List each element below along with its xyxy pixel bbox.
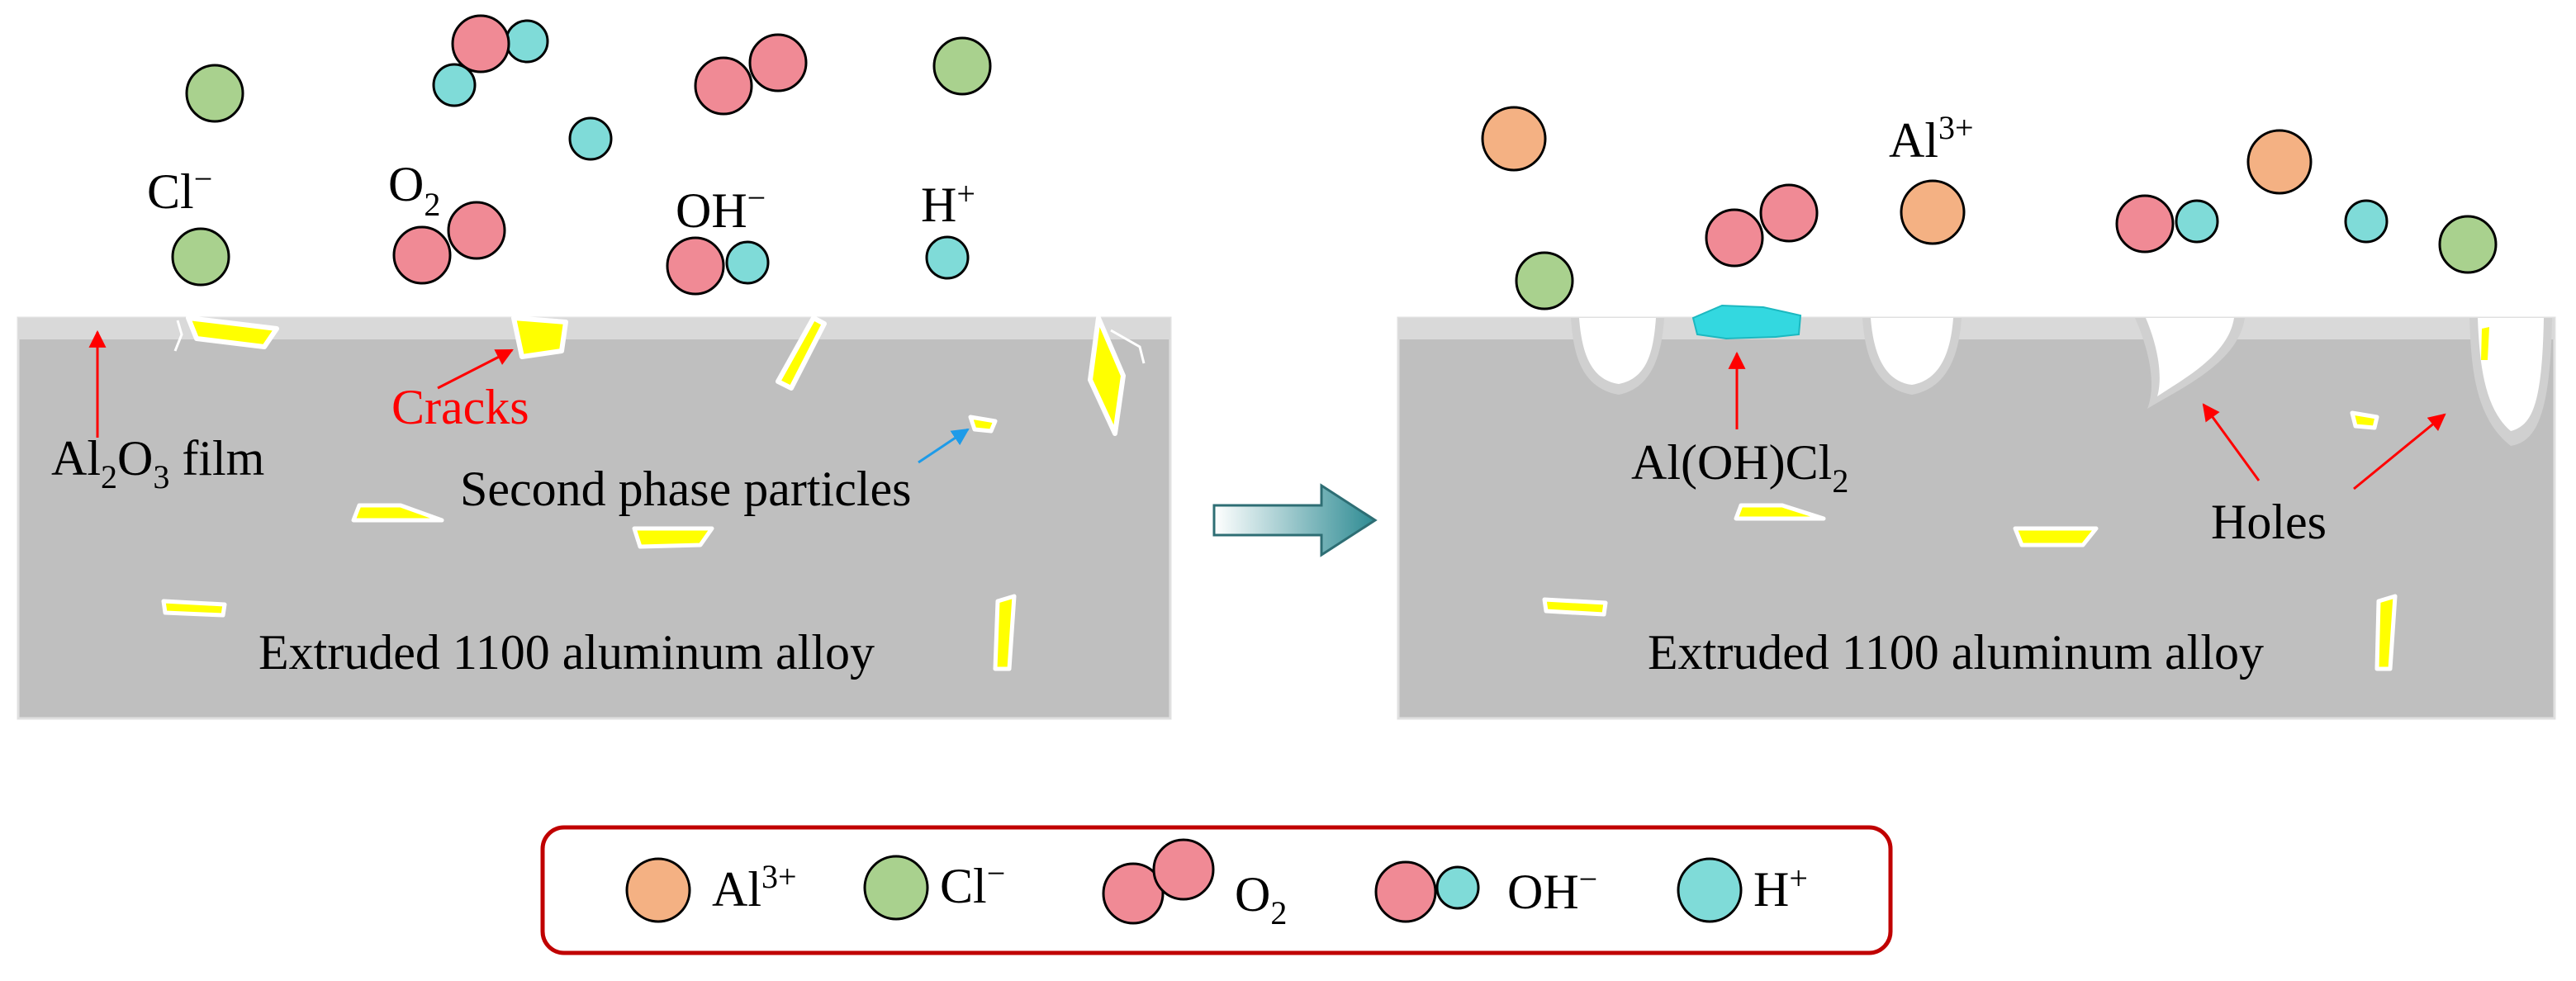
cl-ion bbox=[185, 64, 244, 123]
second-phase-particle bbox=[2350, 410, 2379, 430]
al-oh-cl2-deposit bbox=[1691, 304, 1802, 340]
second-phase-particle bbox=[1542, 597, 1608, 617]
oxygen-atom bbox=[451, 14, 510, 73]
corrosion-hole bbox=[1871, 318, 1953, 385]
h-ion bbox=[725, 240, 770, 285]
left-substrate-label: Extruded 1100 aluminum alloy bbox=[259, 625, 875, 680]
crack-particle bbox=[776, 315, 827, 391]
h-label: H+ bbox=[921, 175, 975, 232]
legend-item-cl: Cl− bbox=[863, 855, 1005, 921]
al-ion bbox=[1900, 179, 1966, 245]
second-phase-particle bbox=[2374, 594, 2398, 671]
legend-o2-label: O2 bbox=[1235, 867, 1287, 931]
al-ion bbox=[1481, 106, 1547, 172]
legend: Al3+ Cl− O2 OH− H+ bbox=[540, 825, 1893, 955]
holes-arrow-right bbox=[2353, 413, 2446, 490]
cracks-arrow bbox=[437, 348, 514, 390]
process-arrow bbox=[1212, 483, 1378, 557]
second-phase-particle bbox=[2481, 327, 2489, 360]
oxygen-atom bbox=[694, 56, 753, 116]
second-phase-particle bbox=[968, 415, 998, 434]
al3plus-label: Al3+ bbox=[1889, 109, 1974, 168]
second-phase-particle bbox=[1734, 503, 1826, 521]
oxygen-atom bbox=[666, 236, 725, 296]
crack-line bbox=[1110, 329, 1146, 364]
oxygen-atom bbox=[748, 33, 808, 92]
legend-oh-label: OH− bbox=[1507, 860, 1597, 919]
oxygen-atom bbox=[1705, 208, 1764, 268]
crack-particle bbox=[511, 315, 568, 359]
h-ion bbox=[925, 235, 970, 280]
legend-h-swatch bbox=[1677, 857, 1743, 923]
corrosion-hole bbox=[2478, 318, 2544, 431]
left-substrate bbox=[17, 316, 1172, 720]
legend-h-label: H+ bbox=[1753, 860, 1808, 917]
oxygen-atom bbox=[392, 225, 452, 285]
cl-ion bbox=[932, 36, 992, 96]
legend-oh-swatch-h bbox=[1435, 865, 1480, 910]
o2-label: O2 bbox=[388, 157, 440, 223]
cl-ion bbox=[171, 227, 230, 287]
cl-label: Cl− bbox=[147, 160, 212, 219]
oxygen-atom bbox=[2115, 194, 2175, 254]
second-phase-particle bbox=[993, 594, 1017, 671]
h-ion bbox=[505, 19, 549, 64]
oxygen-atom bbox=[447, 201, 506, 260]
legend-cl-swatch bbox=[863, 855, 929, 921]
al-oh-cl2-label: Al(OH)Cl2 bbox=[1631, 435, 1848, 500]
holes-arrow-left bbox=[2202, 403, 2261, 481]
holes-label: Holes bbox=[2211, 495, 2327, 549]
crack-particle bbox=[1088, 315, 1126, 436]
second-phase-particle bbox=[351, 503, 444, 523]
h-ion bbox=[568, 116, 613, 161]
second-phase-label: Second phase particles bbox=[460, 462, 911, 516]
oh-label: OH− bbox=[676, 179, 766, 238]
oxide-film-label: Al2O3 film bbox=[51, 431, 264, 495]
second-phase-particle bbox=[161, 599, 227, 618]
right-substrate bbox=[1397, 316, 2556, 720]
legend-al-label: Al3+ bbox=[712, 858, 797, 917]
h-ion bbox=[432, 63, 477, 107]
second-phase-particle bbox=[2013, 526, 2099, 547]
legend-o2-swatch-a bbox=[1102, 862, 1165, 925]
particles-arrow bbox=[918, 428, 970, 464]
legend-box bbox=[540, 825, 1893, 955]
second-phase-particle bbox=[632, 526, 714, 549]
legend-item-al3plus: Al3+ bbox=[625, 857, 797, 923]
cracks-label: Cracks bbox=[391, 380, 529, 434]
cl-ion bbox=[1515, 251, 1574, 310]
legend-item-oh: OH− bbox=[1374, 860, 1597, 923]
h-ion bbox=[2344, 199, 2389, 244]
right-substrate-label: Extruded 1100 aluminum alloy bbox=[1648, 625, 2264, 680]
crack-particle bbox=[186, 315, 279, 349]
h-ion bbox=[2175, 199, 2219, 244]
left-panel: Cl− O2 OH− H+ Al2O3 film Cracks Second p… bbox=[17, 14, 1172, 720]
oxygen-atom bbox=[1759, 183, 1819, 243]
legend-item-o2: O2 bbox=[1102, 838, 1287, 931]
right-panel: Al3+ Al(OH)Cl2 Holes Extruded 1100 alumi… bbox=[1397, 106, 2556, 720]
corrosion-hole bbox=[2146, 318, 2234, 396]
legend-item-h: H+ bbox=[1677, 857, 1808, 923]
cl-ion bbox=[2438, 215, 2498, 274]
al-ion bbox=[2246, 129, 2313, 195]
crack-line bbox=[173, 320, 183, 352]
legend-o2-swatch-b bbox=[1152, 838, 1215, 901]
legend-cl-label: Cl− bbox=[940, 855, 1005, 913]
legend-oh-swatch-o bbox=[1374, 860, 1437, 923]
legend-al-swatch bbox=[625, 857, 691, 923]
corrosion-hole bbox=[1579, 318, 1656, 384]
